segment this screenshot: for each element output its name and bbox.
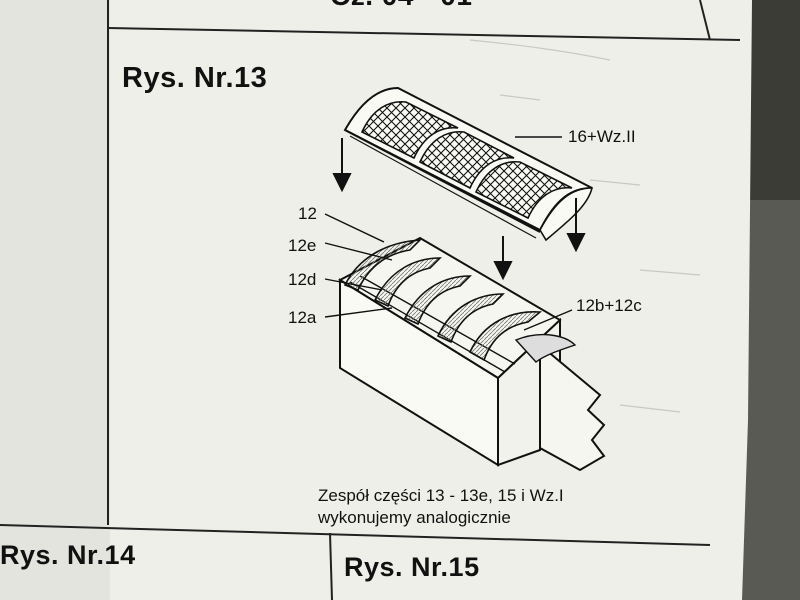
label-12a: 12a xyxy=(288,308,317,327)
assembly-note-line-1: Zespół części 13 - 13e, 15 i Wz.I xyxy=(318,486,564,505)
label-12e: 12e xyxy=(288,236,317,255)
label-12: 12 xyxy=(298,204,317,223)
assembly-note: Zespół części 13 - 13e, 15 i Wz.I wykonu… xyxy=(318,485,648,529)
figure-15-heading: Rys. Nr.15 xyxy=(344,552,480,582)
assembly-note-line-2: wykonujemy analogicznie xyxy=(318,508,511,527)
frame-lines xyxy=(0,0,741,600)
part-16-cage xyxy=(343,86,594,242)
label-12d: 12d xyxy=(288,270,317,289)
figure-13-heading: Rys. Nr.13 xyxy=(122,62,268,94)
leader-lines xyxy=(324,136,573,331)
label-16-wz-ii: 16+Wz.II xyxy=(568,127,636,146)
top-header-fragment: Cz. 04 - 01 xyxy=(330,0,472,12)
bleed-through-marks xyxy=(469,39,701,413)
assembly-arrows xyxy=(332,138,586,281)
figure-14-heading: Rys. Nr.14 xyxy=(0,540,136,570)
base-block xyxy=(337,236,606,472)
label-12b-12c: 12b+12c xyxy=(576,296,642,315)
